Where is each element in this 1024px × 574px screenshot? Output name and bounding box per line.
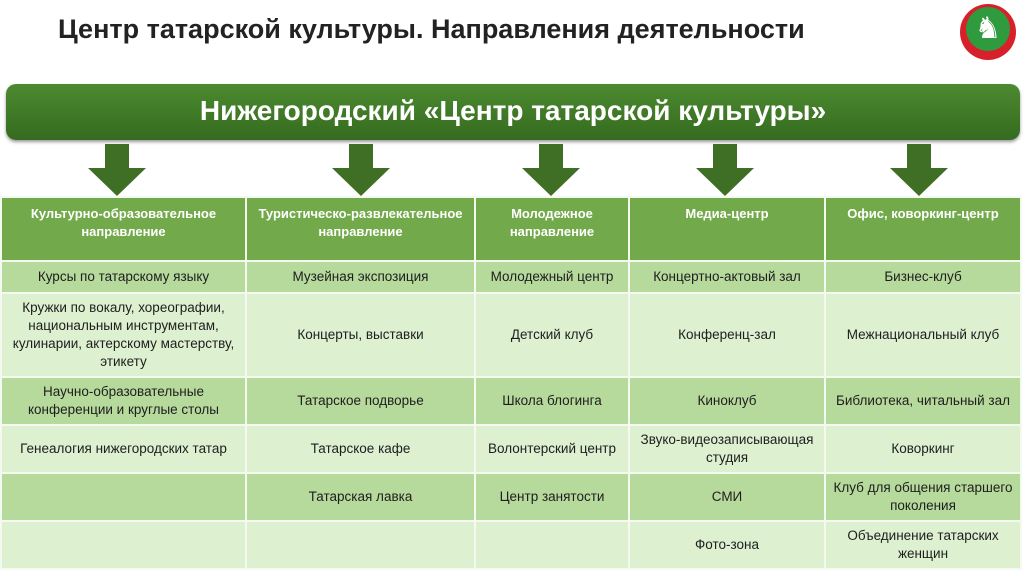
table-cell: Концерты, выставки [245, 292, 476, 378]
table-cell [474, 520, 630, 570]
table-cell: Клуб для общения старшего поколения [824, 472, 1022, 522]
table-cell: Коворкинг [824, 424, 1022, 474]
column-header: Офис, коворкинг-центр [824, 196, 1022, 262]
table-cell: Генеалогия нижегородских татар [0, 424, 247, 474]
table-cell: Татарское кафе [245, 424, 476, 474]
column-header: Туристическо-развлекательное направление [245, 196, 476, 262]
slide-title: Центр татарской культуры. Направления де… [58, 14, 805, 44]
table-cell: Межнациональный клуб [824, 292, 1022, 378]
arrow-down-icon [88, 144, 146, 196]
table-cell: Киноклуб [628, 376, 826, 426]
column-header: Культурно-образовательное направление [0, 196, 247, 262]
arrow-down-icon [522, 144, 580, 196]
horse-emblem-logo: ♞ [960, 4, 1016, 60]
column-header: Молодежное направление [474, 196, 630, 262]
table-cell: Звуко-видеозаписывающая студия [628, 424, 826, 474]
table-cell: Библиотека, читальный зал [824, 376, 1022, 426]
table-cell: Татарская лавка [245, 472, 476, 522]
center-banner: Нижегородский «Центр татарской культуры» [6, 84, 1020, 140]
table-cell: Научно-образовательные конференции и кру… [0, 376, 247, 426]
table-cell: Детский клуб [474, 292, 630, 378]
table-cell: Кружки по вокалу, хореографии, националь… [0, 292, 247, 378]
table-cell: Курсы по татарскому языку [0, 260, 247, 294]
table-cell: Татарское подворье [245, 376, 476, 426]
table-cell: Центр занятости [474, 472, 630, 522]
table-cell: Конференц-зал [628, 292, 826, 378]
table-cell: Молодежный центр [474, 260, 630, 294]
directions-table: Культурно-образовательное направление Ту… [0, 196, 1022, 570]
table-cell: СМИ [628, 472, 826, 522]
table-cell: Фото-зона [628, 520, 826, 570]
table-cell: Волонтерский центр [474, 424, 630, 474]
table-cell [0, 472, 247, 522]
table-cell: Концертно-актовый зал [628, 260, 826, 294]
arrow-down-icon [890, 144, 948, 196]
column-header: Медиа-центр [628, 196, 826, 262]
table-cell: Школа блогинга [474, 376, 630, 426]
table-cell: Музейная экспозиция [245, 260, 476, 294]
table-cell [245, 520, 476, 570]
table-cell: Объединение татарских женщин [824, 520, 1022, 570]
table-row: Кружки по вокалу, хореографии, националь… [0, 292, 1022, 378]
arrow-down-icon [332, 144, 390, 196]
table-row: Научно-образовательные конференции и кру… [0, 376, 1022, 426]
arrow-down-icon [696, 144, 754, 196]
table-cell [0, 520, 247, 570]
table-cell: Бизнес-клуб [824, 260, 1022, 294]
